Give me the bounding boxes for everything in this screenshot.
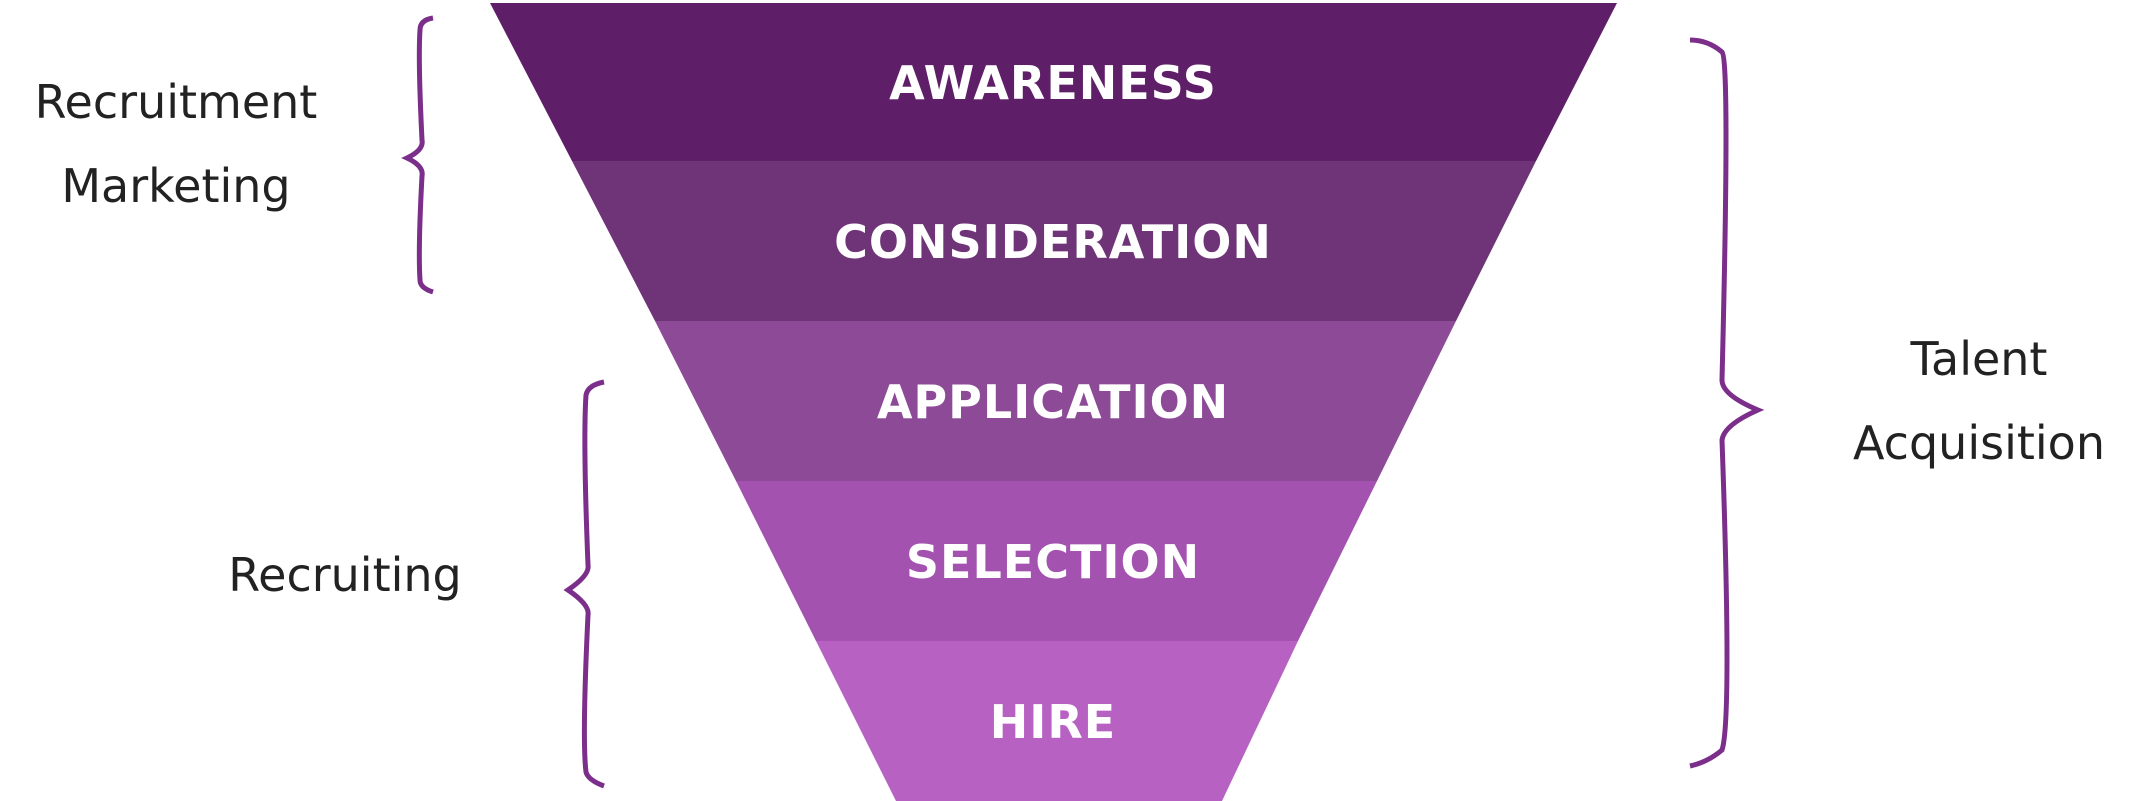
brace-recruiting [563, 379, 605, 789]
recruitment-marketing-line2: Marketing [61, 159, 291, 213]
recruitment-marketing-label: Recruitment Marketing [35, 60, 318, 228]
recruiting-label: Recruiting [228, 533, 462, 617]
funnel-stage-label: AWARENESS [889, 56, 1217, 110]
funnel-stage-label: CONSIDERATION [834, 215, 1272, 269]
funnel-stage-hire [816, 641, 1298, 801]
brace-recruitment-marketing [401, 15, 434, 295]
funnel-stage-selection [736, 481, 1377, 641]
talent-acquisition-line1: Talent [1910, 332, 2048, 386]
talent-acquisition-line2: Acquisition [1853, 416, 2105, 470]
funnel-stage-consideration [572, 161, 1536, 321]
recruiting-line1: Recruiting [228, 548, 462, 602]
funnel-stage-label: SELECTION [906, 535, 1200, 589]
funnel-stage-application [655, 321, 1456, 481]
brace-talent-acquisition [1689, 37, 1765, 769]
funnel-stage-awareness [490, 3, 1617, 161]
funnel-stage-label: APPLICATION [877, 375, 1229, 429]
talent-acquisition-label: Talent Acquisition [1853, 317, 2105, 485]
recruitment-marketing-line1: Recruitment [34, 75, 318, 129]
funnel-stage-label: HIRE [990, 695, 1116, 749]
